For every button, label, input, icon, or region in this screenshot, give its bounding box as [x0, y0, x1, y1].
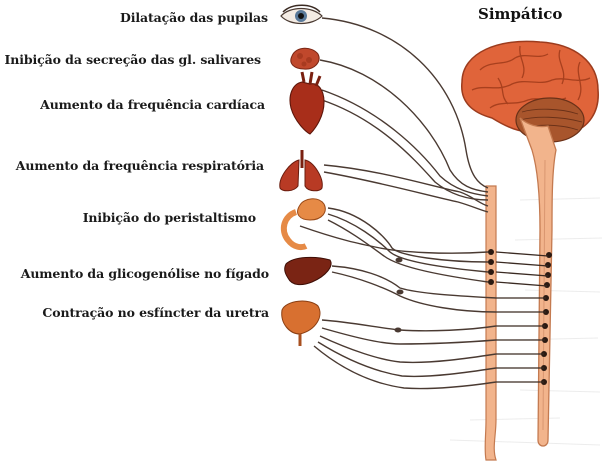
liver-icon — [284, 256, 332, 286]
lungs-icon — [279, 150, 323, 192]
eye-icon — [280, 4, 323, 25]
effect-label-urethra: Contração no esfíncter da uretra — [42, 305, 269, 320]
effect-label-liver: Aumento da glicogenólise no fígado — [20, 266, 269, 281]
background-texture — [449, 197, 603, 446]
spinal-cord — [519, 117, 557, 447]
heart-icon — [289, 71, 325, 135]
peripheral-ganglia — [394, 257, 404, 333]
effect-label-pupils: Dilatação das pupilas — [119, 10, 268, 25]
sympathetic-ganglion-chain — [484, 185, 497, 461]
effect-label-peristalsis: Inibição do peristaltismo — [82, 210, 256, 225]
bladder-icon — [281, 300, 321, 346]
effect-label-heart: Aumento da frequência cardíaca — [40, 97, 265, 112]
salivary-gland-icon — [290, 47, 320, 70]
stomach-icon — [280, 198, 326, 251]
rami-communicantes — [495, 251, 549, 383]
effect-label-respiration: Aumento da frequência respiratória — [15, 158, 264, 173]
effect-label-salivary: Inibição da secreção das gl. salivares — [4, 52, 262, 67]
diagram-title: Simpático — [478, 5, 563, 23]
